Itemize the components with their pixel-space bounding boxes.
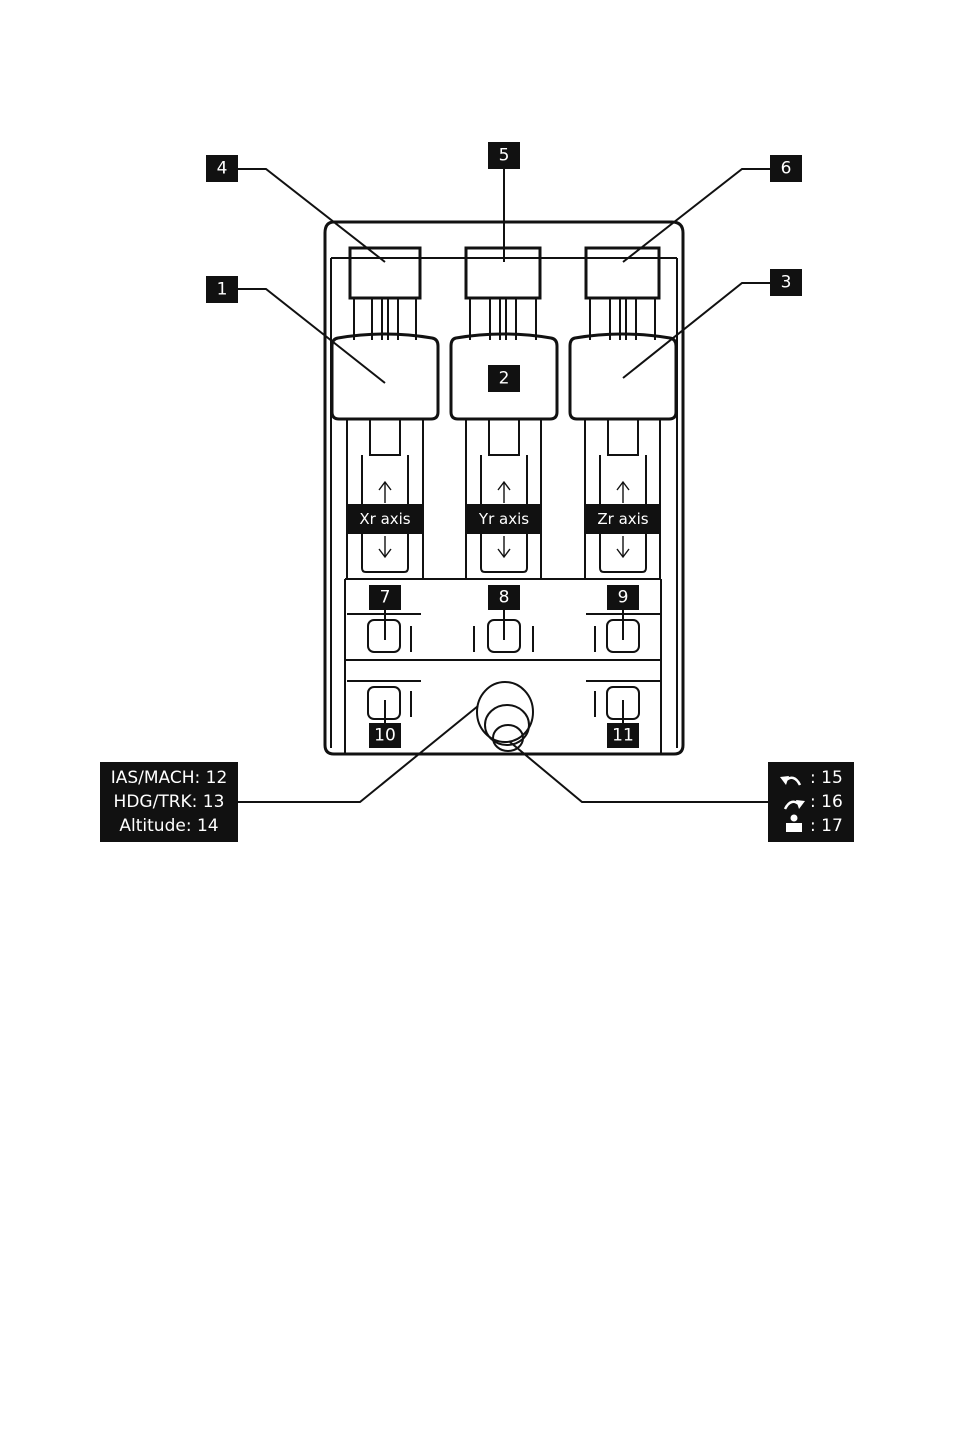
callout-2: 2: [488, 365, 520, 392]
callout-5: 5: [488, 142, 520, 169]
rotate-left-icon: [780, 776, 802, 786]
push-icon: [786, 814, 802, 832]
callout-4: 4: [206, 155, 238, 182]
callout-11-text: 11: [612, 726, 634, 746]
legend-knob-modes: IAS/MACH: 12 HDG/TRK: 13 Altitude: 14: [100, 762, 238, 842]
callout-3: 3: [770, 269, 802, 296]
callout-6-text: 6: [781, 159, 792, 179]
legend-hdg-trk: HDG/TRK: 13: [114, 792, 225, 812]
callout-1-text: 1: [217, 280, 228, 300]
callout-3-text: 3: [781, 273, 792, 293]
lever-middle: [449, 246, 559, 578]
legend-push: : 17: [810, 816, 843, 836]
lever-left: [330, 246, 440, 578]
callout-1: 1: [206, 276, 238, 303]
callout-7: 7: [369, 585, 401, 610]
callout-10-text: 10: [374, 726, 396, 746]
axis-label-zr: Zr axis: [585, 504, 660, 534]
axis-label-yr: Yr axis: [466, 504, 541, 534]
legend-rotate-left: : 15: [810, 768, 843, 788]
legend-knob-actions: : 15 : 16 : 17: [768, 762, 854, 842]
lever-right: [568, 246, 678, 578]
callout-8-text: 8: [499, 588, 510, 608]
legend-ias-mach: IAS/MACH: 12: [111, 768, 228, 788]
axis-label-xr: Xr axis: [347, 504, 423, 534]
callout-7-text: 7: [380, 588, 391, 608]
legend-altitude: Altitude: 14: [119, 816, 218, 836]
rotary-encoder-knob: [476, 681, 534, 752]
axis-label-yr-text: Yr axis: [478, 510, 529, 528]
callout-11: 11: [607, 723, 639, 748]
axis-label-zr-text: Zr axis: [597, 510, 648, 528]
callout-8: 8: [488, 585, 520, 610]
callout-5-text: 5: [499, 146, 510, 166]
legend-rotate-right: : 16: [810, 792, 843, 812]
callout-2-text: 2: [499, 369, 510, 389]
rotate-right-icon: [783, 800, 805, 810]
callout-10: 10: [369, 723, 401, 748]
axis-label-xr-text: Xr axis: [359, 510, 410, 528]
callout-9: 9: [607, 585, 639, 610]
leader-lines: [238, 166, 770, 803]
callout-6: 6: [770, 155, 802, 182]
callout-9-text: 9: [618, 588, 629, 608]
callout-4-text: 4: [217, 159, 228, 179]
